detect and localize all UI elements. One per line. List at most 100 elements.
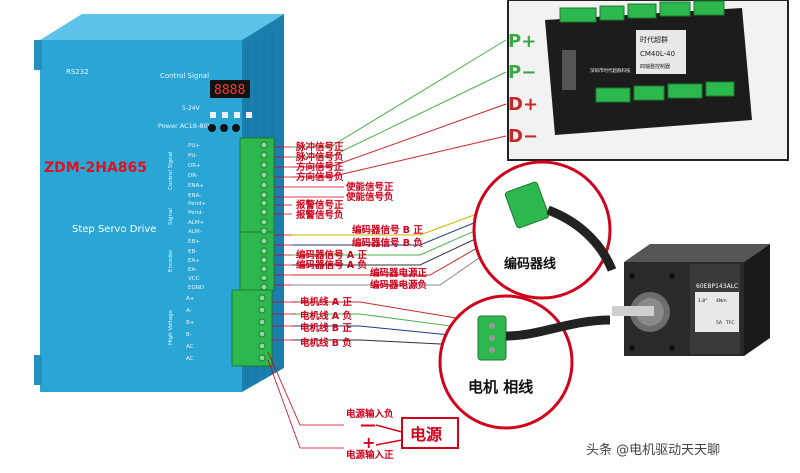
terminal-screw[interactable] (260, 218, 268, 226)
wire-mot-a-neg (292, 313, 481, 331)
wire-mot-b-neg (292, 339, 481, 347)
label-en-neg: 使能信号负 (345, 191, 394, 203)
pin-label: EB- (188, 249, 197, 255)
signal-labels: 脉冲信号正 脉冲信号负 方向信号正 方向信号负 使能信号正 使能信号负 报警信号… (295, 141, 428, 461)
terminal-screw[interactable] (258, 342, 266, 350)
section-encoder-label: Encoder (168, 249, 174, 272)
wire-pulse-neg (292, 71, 507, 158)
motor-connector (477, 315, 611, 361)
button-icon[interactable] (234, 112, 240, 118)
motor-phase-circle (438, 294, 574, 430)
drive-top-face (40, 14, 284, 40)
motor-spec4: TFC (725, 320, 734, 326)
pin-label: EA- (188, 267, 197, 273)
pin-label: PU- (188, 153, 197, 159)
terminal-screw[interactable] (260, 274, 268, 282)
plus-sign: + (362, 433, 375, 452)
pin-label: ALM+ (188, 220, 205, 226)
drive-model: ZDM-2HA865 (44, 160, 147, 176)
power-box-label: 电源 (410, 425, 442, 444)
motor-model: 60EBP143ALC (696, 283, 738, 290)
controller-label2: 深圳市时代超群科技 (590, 67, 631, 74)
section-signal-label: Signal (168, 208, 174, 225)
pin-label: Pend- (188, 210, 203, 216)
pin-label: AC (186, 356, 194, 362)
button-icon[interactable] (222, 112, 228, 118)
motor-spec1: 1.8° (698, 298, 707, 304)
label-dir-neg: 方向信号负 (296, 171, 344, 183)
led-digits: 8888 (214, 83, 245, 98)
terminal-screw[interactable] (260, 227, 268, 235)
wire-dir-pos (292, 103, 507, 168)
terminal-screw[interactable] (260, 181, 268, 189)
label-mot-b-neg: 电机线 B 负 (300, 337, 352, 349)
pin-label: EA+ (188, 258, 200, 264)
pin-label: A- (186, 308, 192, 314)
controller-brand: 时代超群 (640, 35, 668, 44)
label-enc-a-pos: 编码器信号 A 正 (296, 249, 367, 261)
watermark: 头条 @电机驱动天天聊 (586, 442, 720, 458)
wire-dir-neg (292, 135, 507, 178)
terminal-screw[interactable] (260, 283, 268, 291)
terminal-screw[interactable] (260, 208, 268, 216)
control-terminal-block (239, 137, 275, 233)
label-enc-pwr-neg: 编码器电源负 (370, 279, 428, 291)
encoder-cable-label: 编码器线 (504, 256, 556, 272)
wire-pulse-pos (292, 39, 507, 148)
controller-label1: 四轴整控制器 (640, 63, 670, 70)
label-pwr-in-pos: 电源输入正 (346, 449, 394, 461)
terminal-screw[interactable] (260, 161, 268, 169)
pin-label: ENA+ (188, 183, 204, 189)
terminal-screw[interactable] (260, 141, 268, 149)
terminal-screw[interactable] (258, 294, 266, 302)
motor-phase-label: 电机 相线 (468, 378, 533, 396)
wire-mot-b-pos (292, 325, 481, 339)
pin-label: B+ (186, 320, 195, 326)
button-icon[interactable] (210, 112, 216, 118)
power-terminal-block (231, 289, 273, 367)
servo-drive: RS232 Control Signal 8888 5-24V Power AC… (34, 14, 284, 392)
terminal-screw[interactable] (260, 265, 268, 273)
encoder-circle (472, 160, 612, 300)
controller-model: CM40L-40 (640, 50, 675, 58)
label-mot-a-pos: 电机线 A 正 (300, 296, 352, 308)
terminal-screw[interactable] (258, 330, 266, 338)
label-pwr-in-neg: 电源输入负 (346, 408, 394, 420)
pin-label: PU+ (188, 143, 200, 149)
terminal-blocks (231, 137, 275, 367)
terminal-screw[interactable] (258, 306, 266, 314)
label-enc-pwr-pos: 编码器电源正 (370, 267, 428, 279)
terminal-screw[interactable] (260, 191, 268, 199)
range-voltage-label: 5-24V (182, 105, 201, 112)
pin-d-plus: D+ (508, 94, 538, 115)
terminal-screw[interactable] (258, 354, 266, 362)
drive-front-face (40, 40, 242, 392)
pin-p-plus: P+ (508, 31, 536, 52)
pin-label: DR- (188, 173, 198, 179)
drive-pin-labels: PU+PU-DR+DR-ENA+ENA-Pend+Pend-ALM+ALM-EB… (186, 143, 206, 362)
label-enc-b-pos: 编码器信号 B 正 (352, 224, 423, 236)
controller-label-plate (636, 30, 686, 74)
pin-label: ALM- (188, 229, 202, 235)
terminal-screw[interactable] (260, 151, 268, 159)
pin-label: EGND (188, 285, 204, 291)
pin-label: VCC (188, 276, 200, 282)
label-dir-pos: 方向信号正 (296, 161, 344, 173)
controller-panel: 时代超群 CM40L-40 四轴整控制器 深圳市时代超群科技 P+ P− D+ … (507, 0, 789, 161)
section-control-label: Control Signal (168, 151, 174, 190)
terminal-screw[interactable] (260, 237, 268, 245)
terminal-screw[interactable] (258, 318, 266, 326)
wire-mot-a-pos (292, 301, 481, 323)
terminal-screw[interactable] (260, 171, 268, 179)
button-icon[interactable] (246, 112, 252, 118)
motor-spec3: 5A (716, 320, 723, 326)
terminal-screw[interactable] (260, 256, 268, 264)
terminal-screw[interactable] (260, 199, 268, 207)
power-label: Power AC18-80V (158, 122, 212, 130)
terminal-screw[interactable] (260, 247, 268, 255)
led-display (210, 80, 250, 98)
motor-spec2: 4Nm (716, 298, 727, 304)
label-en-pos: 使能信号正 (345, 181, 394, 193)
label-enc-a-neg: 编码器信号 A 负 (296, 259, 367, 271)
